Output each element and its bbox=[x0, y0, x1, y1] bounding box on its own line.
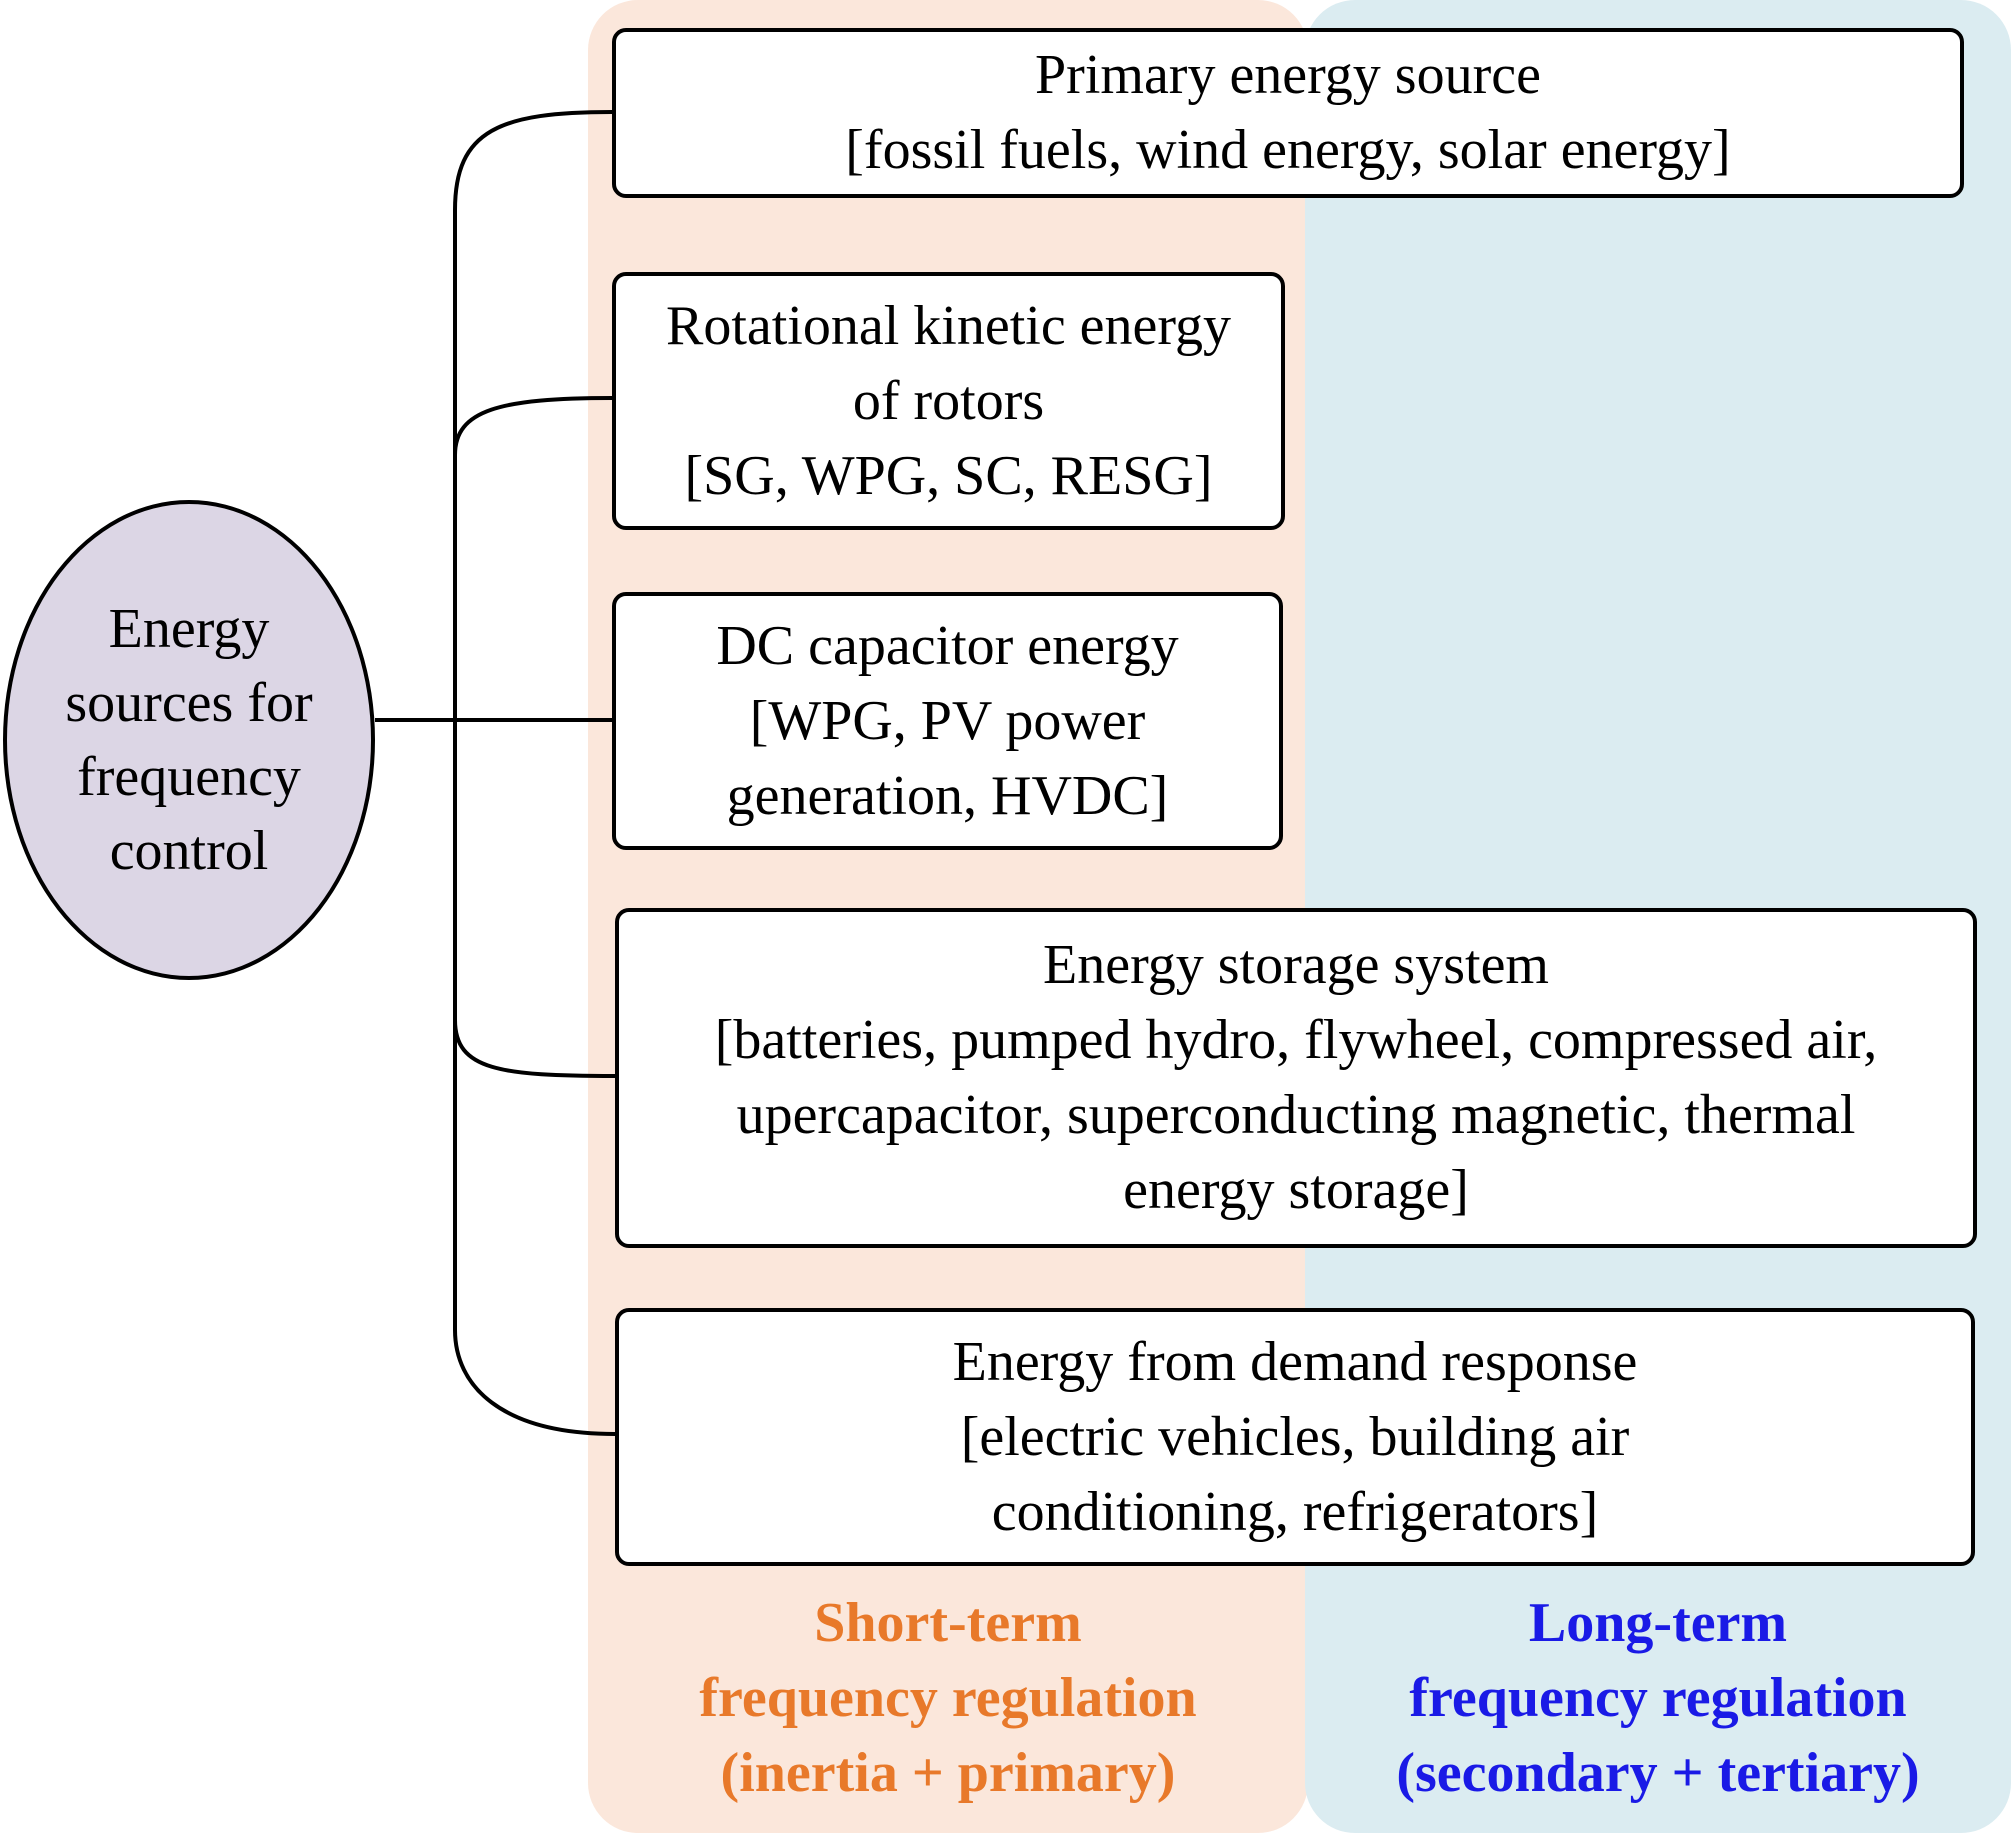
branch-demand bbox=[453, 1329, 616, 1436]
long-term-caption-line: Long-term bbox=[1528, 1592, 1788, 1654]
root-label-line: Energy bbox=[108, 598, 270, 660]
long-term-caption-line: (secondary + tertiary) bbox=[1396, 1742, 1920, 1804]
source-title: Rotational kinetic energy bbox=[665, 294, 1232, 357]
source-examples: [SG, WPG, SC, RESG] bbox=[684, 444, 1213, 507]
source-title: Primary energy source bbox=[1035, 44, 1541, 106]
source-examples: energy storage] bbox=[1123, 1159, 1469, 1221]
source-title: of rotors bbox=[852, 369, 1045, 432]
source-box-demand-response: Energy from demand response [electric ve… bbox=[615, 1308, 1975, 1566]
root-label: Energy sources for frequency control bbox=[39, 592, 339, 888]
branch-primary bbox=[453, 110, 613, 211]
source-title: Energy storage system bbox=[1043, 934, 1549, 996]
root-label-line: frequency bbox=[77, 746, 301, 808]
source-title: DC capacitor energy bbox=[716, 614, 1179, 677]
source-box-primary-energy: Primary energy source [fossil fuels, win… bbox=[612, 28, 1964, 198]
source-examples: conditioning, refrigerators] bbox=[991, 1480, 1599, 1543]
root-node: Energy sources for frequency control bbox=[3, 500, 375, 980]
source-title: Energy from demand response bbox=[952, 1330, 1638, 1393]
branch-storage bbox=[453, 1019, 616, 1078]
short-term-caption-line: Short-term bbox=[814, 1592, 1082, 1654]
source-examples: generation, HVDC] bbox=[726, 764, 1169, 827]
source-box-energy-storage: Energy storage system [batteries, pumped… bbox=[615, 908, 1977, 1248]
source-examples: [electric vehicles, building air bbox=[960, 1405, 1630, 1468]
short-term-caption-line: (inertia + primary) bbox=[720, 1742, 1176, 1804]
source-examples: upercapacitor, superconducting magnetic,… bbox=[736, 1084, 1856, 1146]
root-label-line: control bbox=[109, 820, 269, 882]
source-examples: [batteries, pumped hydro, flywheel, comp… bbox=[714, 1009, 1878, 1071]
source-box-dc-capacitor: DC capacitor energy [WPG, PV power gener… bbox=[612, 592, 1283, 850]
source-examples: [fossil fuels, wind energy, solar energy… bbox=[845, 119, 1731, 181]
short-term-caption-line: frequency regulation bbox=[699, 1667, 1197, 1729]
source-box-rotational-kinetic: Rotational kinetic energy of rotors [SG,… bbox=[612, 272, 1285, 530]
branch-rotational bbox=[453, 396, 613, 456]
short-term-caption: Short-term frequency regulation (inertia… bbox=[588, 1586, 1308, 1811]
source-examples: [WPG, PV power bbox=[749, 689, 1146, 752]
long-term-caption-line: frequency regulation bbox=[1409, 1667, 1907, 1729]
long-term-caption: Long-term frequency regulation (secondar… bbox=[1305, 1586, 2011, 1811]
root-label-line: sources for bbox=[65, 672, 313, 734]
